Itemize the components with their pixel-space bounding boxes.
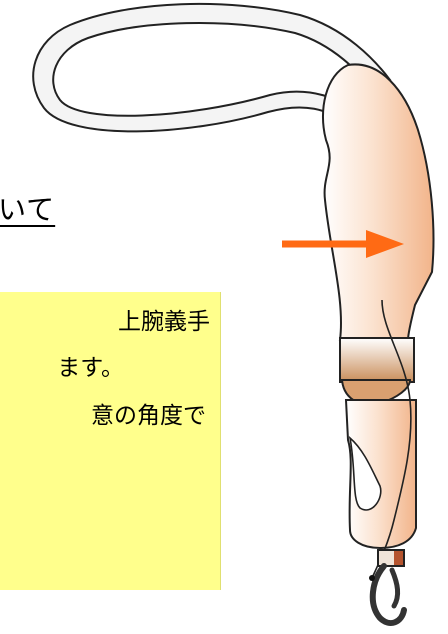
arrow-right-icon xyxy=(282,230,404,258)
control-cable xyxy=(371,299,412,579)
note-box: 上腕義手 ます。 意の角度で xyxy=(0,292,221,590)
forearm xyxy=(344,399,417,550)
note-line-1: 上腕義手 xyxy=(118,309,210,335)
elbow-unit xyxy=(339,337,415,407)
note-line-3: 意の角度で xyxy=(91,403,206,429)
heading: いて xyxy=(0,193,56,226)
hook-terminal-device xyxy=(369,549,407,627)
upper-arm-socket xyxy=(322,63,435,341)
note-line-2: ます。 xyxy=(57,355,124,381)
